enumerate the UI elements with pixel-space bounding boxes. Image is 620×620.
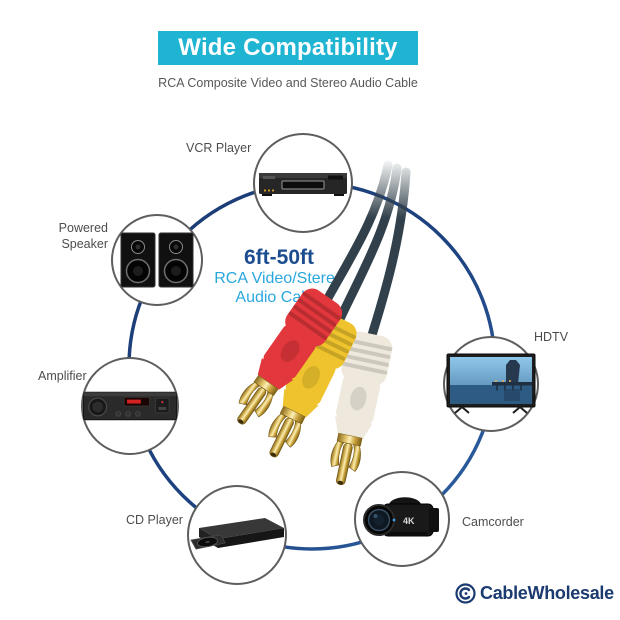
cable-length-range: 6ft-50ft — [243, 246, 314, 269]
device-circle-hdtv — [443, 336, 539, 432]
cable-description-line2: Audio Cable — [235, 288, 323, 306]
label-hdtv: HDTV — [534, 330, 569, 344]
amplifier-image — [83, 391, 177, 421]
device-circle-camcorder: 4K — [354, 471, 450, 567]
label-powered-speaker: Powered Speaker — [46, 221, 108, 252]
vcr-player-image — [259, 173, 347, 196]
cable-description-line1: RCA Video/Stereo — [214, 270, 344, 288]
title-banner: Wide Compatibility — [158, 31, 418, 65]
brand-logo: CableWholesale — [455, 583, 614, 604]
camcorder-image: 4K — [363, 497, 439, 537]
device-circle-vcr-player — [253, 133, 353, 233]
label-cd-player: CD Player — [126, 513, 183, 527]
cd-player-image — [190, 518, 284, 550]
center-text-block: 6ft-50ft RCA Video/Stereo Audio Cable — [200, 246, 358, 307]
brand-logo-text: CableWholesale — [480, 583, 614, 603]
banner-title: Wide Compatibility — [178, 34, 398, 61]
device-circle-amplifier — [81, 357, 179, 455]
powered-speaker-image — [120, 232, 194, 288]
cablewholesale-logo-icon — [455, 583, 476, 604]
subtitle: RCA Composite Video and Stereo Audio Cab… — [158, 76, 418, 90]
label-powered-speaker-line2: Speaker — [61, 236, 108, 251]
hdtv-image — [446, 353, 536, 414]
label-amplifier: Amplifier — [38, 369, 87, 383]
camcorder-4k-badge: 4K — [403, 516, 415, 526]
device-circle-powered-speaker — [111, 214, 203, 306]
device-circle-cd-player — [187, 485, 287, 585]
label-camcorder: Camcorder — [462, 515, 524, 529]
label-vcr-player: VCR Player — [186, 141, 252, 155]
label-powered-speaker-line1: Powered — [58, 221, 108, 235]
